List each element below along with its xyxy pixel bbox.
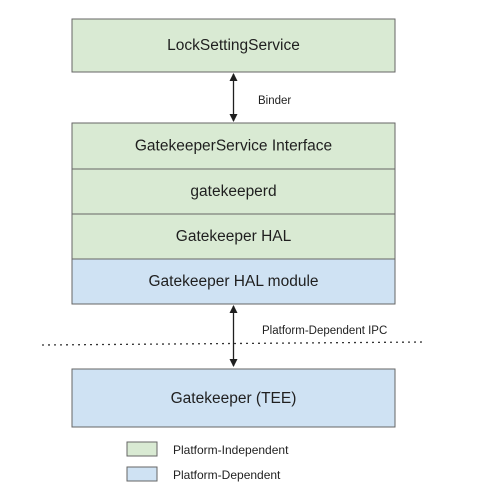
gatekeeper-hal-module-box: Gatekeeper HAL module <box>71 258 396 305</box>
gatekeeper-tee-label: Gatekeeper (TEE) <box>171 390 297 407</box>
legend-swatch-independent <box>126 441 158 457</box>
gatekeeper-stack: GatekeeperService Interface gatekeeperd … <box>71 122 396 305</box>
gatekeeper-hal-module-label: Gatekeeper HAL module <box>148 273 318 290</box>
gatekeeper-service-interface-label: GatekeeperService Interface <box>135 138 332 155</box>
lock-setting-service-rect <box>71 18 396 73</box>
gatekeeper-tee-rect <box>71 368 396 428</box>
gatekeeperd-box: gatekeeperd <box>71 168 396 215</box>
legend: Platform-Independent Platform-Dependent <box>126 441 289 482</box>
legend-label-dependent: Platform-Dependent <box>173 468 281 482</box>
binder-label: Binder <box>258 95 291 107</box>
legend-swatch-dependent <box>126 466 158 482</box>
gatekeeper-hal-module-rect <box>71 258 396 305</box>
platform-boundary-dotted-line <box>41 341 427 346</box>
gatekeeper-hal-box: Gatekeeper HAL <box>71 213 396 260</box>
gatekeeperd-label: gatekeeperd <box>190 183 276 200</box>
lock-setting-service-box: LockSettingService <box>71 18 396 73</box>
ipc-label: Platform-Dependent IPC <box>262 325 387 337</box>
legend-item-platform-independent: Platform-Independent <box>126 441 289 457</box>
lock-setting-service-label: LockSettingService <box>167 37 300 54</box>
gatekeeper-tee-box: Gatekeeper (TEE) <box>71 368 396 428</box>
legend-item-platform-dependent: Platform-Dependent <box>126 466 281 482</box>
gatekeeper-service-interface-box: GatekeeperService Interface <box>71 122 396 170</box>
gatekeeper-service-interface-rect <box>71 122 396 170</box>
gatekeeper-hal-label: Gatekeeper HAL <box>176 228 292 245</box>
gatekeeper-hal-rect <box>71 213 396 260</box>
legend-label-independent: Platform-Independent <box>173 443 289 457</box>
